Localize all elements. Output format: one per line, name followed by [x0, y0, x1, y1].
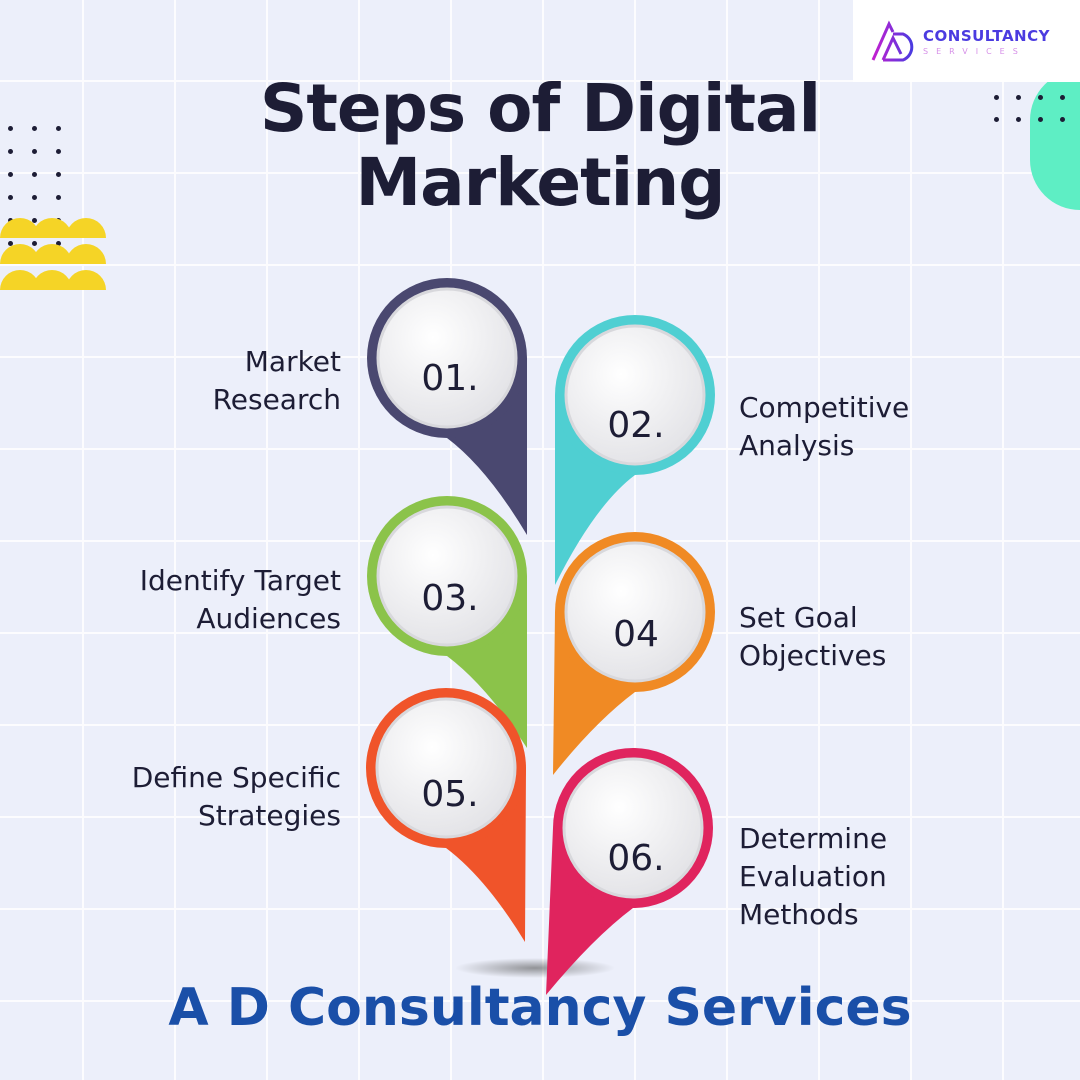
- step-3-number: 03.: [421, 578, 479, 619]
- step-3-pin: [367, 496, 527, 748]
- step-5-number: 05.: [421, 774, 479, 815]
- step-2-pin: [555, 315, 715, 585]
- pin-inner-circle: [376, 505, 518, 647]
- semicircles-decoration: [0, 218, 106, 290]
- pin-inner-circle: [375, 697, 517, 839]
- logo: CONSULTANCY SERVICES: [853, 0, 1080, 82]
- step-1-number: 01.: [421, 358, 479, 399]
- pin-inner-circle: [564, 324, 706, 466]
- decorative-circle: [1030, 70, 1080, 210]
- logo-subtitle: SERVICES: [923, 46, 1026, 56]
- step-5-pin: [366, 688, 526, 942]
- pin-inner-circle: [562, 757, 704, 899]
- step-1-pin: [367, 278, 527, 535]
- step-6-pin: [546, 748, 713, 995]
- step-4-pin: [553, 532, 715, 775]
- logo-name: CONSULTANCY: [923, 26, 1050, 45]
- step-6-number: 06.: [607, 838, 665, 879]
- dots-decoration-right: [994, 95, 1065, 122]
- pin-inner-circle: [376, 287, 518, 429]
- step-2-number: 02.: [607, 405, 665, 446]
- logo-mark-icon: [871, 20, 914, 62]
- footer-brand: A D Consultancy Services: [168, 978, 912, 1038]
- step-4-number: 04: [613, 614, 659, 655]
- pin-inner-circle: [564, 541, 706, 683]
